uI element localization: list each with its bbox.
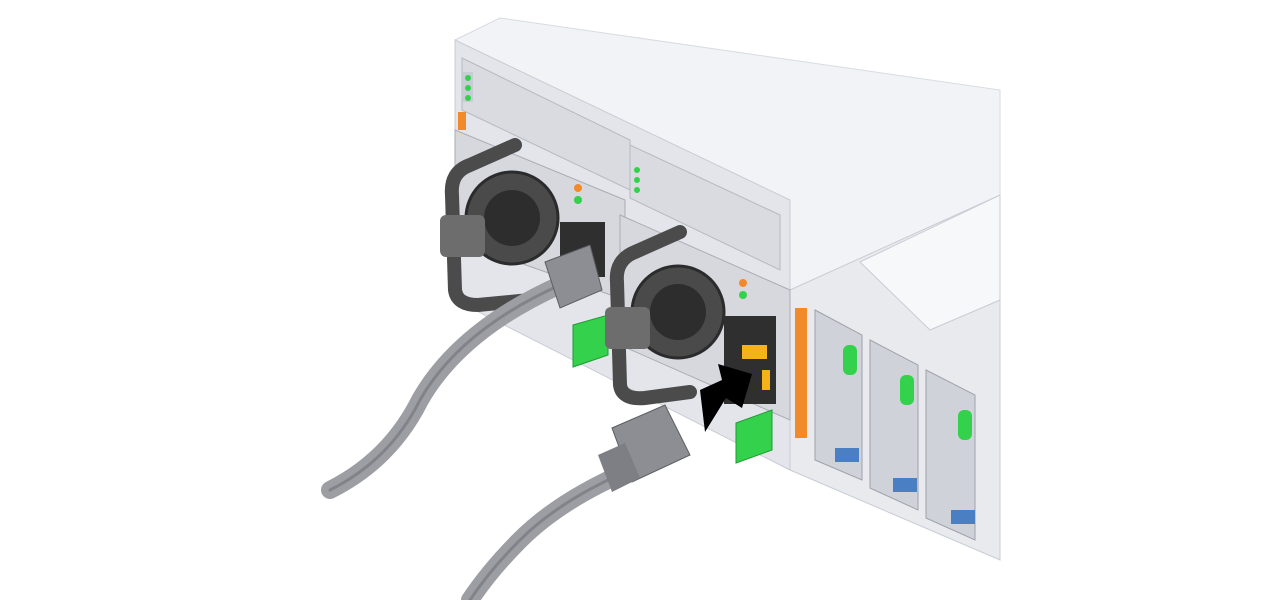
led-status-icon: [574, 196, 582, 204]
led-status-icon: [739, 279, 747, 287]
socket-latch: [742, 345, 767, 359]
led-status-icon: [465, 75, 471, 81]
fan-hub: [650, 284, 706, 340]
led-status-icon: [574, 184, 582, 192]
power-plug-icon: [544, 244, 603, 309]
blue-slot-label: [835, 448, 859, 462]
green-release-latch: [572, 314, 609, 368]
orange-release-tab: [458, 112, 466, 130]
chassis-top-lid-edge: [859, 194, 1001, 331]
led-status-icon: [634, 187, 640, 193]
power-supply-2: [605, 214, 791, 464]
velcro-strap: [440, 215, 485, 257]
led-status-icon: [739, 291, 747, 299]
plug-strain-relief: [598, 443, 640, 492]
green-slot-tab: [900, 375, 914, 405]
green-release-latch: [735, 409, 773, 464]
blue-slot-label: [893, 478, 917, 492]
blue-slot-label: [951, 510, 975, 524]
cable-2-shadow: [468, 468, 632, 600]
green-slot-tab: [958, 410, 972, 440]
cable-2: [461, 461, 639, 600]
rear-io-slots: [795, 308, 976, 541]
led-status-icon: [634, 167, 640, 173]
led-status-icon: [634, 177, 640, 183]
orange-label-strip: [795, 308, 807, 438]
cable-1-shadow: [328, 283, 562, 492]
socket-latch-lower: [762, 370, 770, 390]
green-slot-tab: [843, 345, 857, 375]
insert-arrow-icon: [700, 364, 752, 432]
fan-hub: [484, 190, 540, 246]
velcro-strap: [605, 307, 650, 349]
power-cord-1: [321, 244, 603, 499]
led-status-icon: [465, 85, 471, 91]
psu-bay-top-2: [629, 144, 781, 271]
led-status-icon: [465, 95, 471, 101]
power-cord-2: [461, 404, 691, 600]
